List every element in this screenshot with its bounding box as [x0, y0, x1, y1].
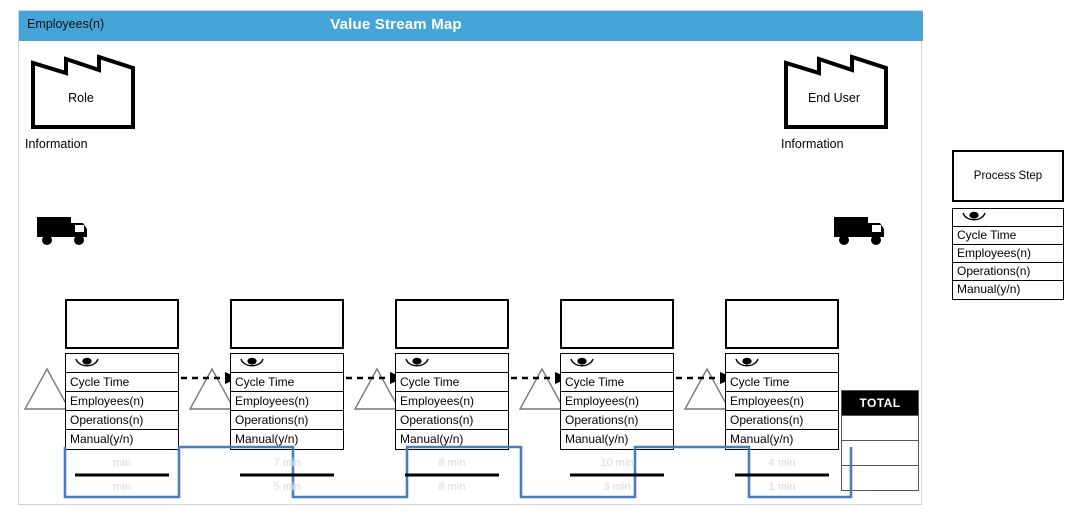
process-step-4[interactable]: Cycle Time Employees(n) Operations(n) Ma… — [560, 299, 674, 450]
metric-operations: Operations(n) — [726, 411, 838, 430]
legend-data-table: Cycle Time Employees(n) Operations(n) Ma… — [952, 208, 1064, 300]
timeline-upper-value: 7 min — [273, 457, 301, 469]
metric-manual: Manual(y/n) — [235, 432, 299, 446]
timeline-upper-value: 10 min — [600, 457, 634, 469]
inventory-triangle[interactable] — [188, 366, 236, 412]
metric-employees: Employees(n) — [561, 392, 673, 411]
metric-cycle-time: Cycle Time — [561, 373, 673, 392]
metric-employees: Employees(n) — [66, 392, 178, 411]
metric-cycle-time: Cycle Time — [726, 373, 838, 392]
inventory-triangle[interactable] — [518, 366, 566, 412]
customer-information-label: Information — [781, 137, 844, 151]
triangle-icon — [683, 367, 731, 410]
truck-icon — [834, 217, 884, 245]
triangle-icon — [518, 367, 566, 410]
customer-label: End User — [807, 91, 861, 105]
eye-icon — [962, 212, 986, 221]
process-step-3[interactable]: Cycle Time Employees(n) Operations(n) Ma… — [395, 299, 509, 450]
legend-metric-manual: Manual(y/n) — [957, 282, 1021, 296]
process-data-table: Cycle Time Employees(n) Operations(n) Ma… — [65, 353, 179, 450]
page-title: Value Stream Map — [330, 16, 462, 33]
inventory-triangle[interactable] — [23, 366, 71, 412]
metric-employees: Employees(n) — [231, 392, 343, 411]
inventory-triangle[interactable] — [683, 366, 731, 412]
metric-cycle-time: Cycle Time — [66, 373, 178, 392]
eye-icon — [405, 358, 429, 367]
total-summary-box[interactable]: TOTAL — [841, 390, 919, 491]
process-step-2[interactable]: Cycle Time Employees(n) Operations(n) Ma… — [230, 299, 344, 450]
inbound-shipment[interactable] — [35, 213, 91, 249]
legend-process-step-label: Process Step — [973, 170, 1043, 182]
truck-icon — [37, 217, 87, 245]
metric-manual: Manual(y/n) — [400, 432, 464, 446]
legend-metric-employees: Employees(n) — [953, 245, 1063, 263]
legend-metric-operations: Operations(n) — [953, 263, 1063, 281]
timeline-lower-value: 3 min — [603, 481, 631, 493]
timeline-upper-value: min — [113, 457, 131, 469]
metric-manual: Manual(y/n) — [70, 432, 134, 446]
legend-observation-row — [953, 209, 1063, 227]
observation-row — [396, 354, 508, 373]
timeline-lower-value: min — [113, 481, 131, 493]
process-data-table: Cycle Time Employees(n) Operations(n) Ma… — [395, 353, 509, 450]
triangle-icon — [353, 367, 401, 410]
metric-manual: Manual(y/n) — [565, 432, 629, 446]
metric-employees: Employees(n) — [726, 392, 838, 411]
vsm-canvas: Employees(n) Value Stream Map Role Infor… — [18, 10, 923, 505]
timeline-upper-value: 8 min — [438, 457, 466, 469]
timeline-lower-value: 1 min — [768, 481, 796, 493]
eye-icon — [75, 358, 99, 367]
metric-operations: Operations(n) — [66, 411, 178, 430]
process-step-5[interactable]: Cycle Time Employees(n) Operations(n) Ma… — [725, 299, 839, 450]
process-data-table: Cycle Time Employees(n) Operations(n) Ma… — [560, 353, 674, 450]
timeline-lower-value: 5 min — [273, 481, 301, 493]
factory-icon — [784, 54, 888, 129]
observation-row — [561, 354, 673, 373]
eye-icon — [240, 358, 264, 367]
process-step-1[interactable]: Cycle Time Employees(n) Operations(n) Ma… — [65, 299, 179, 450]
legend-process-step-box: Process Step — [952, 150, 1064, 202]
process-step-title-box[interactable] — [395, 299, 509, 349]
factory-icon — [31, 54, 135, 129]
process-data-table: Cycle Time Employees(n) Operations(n) Ma… — [230, 353, 344, 450]
legend-panel: Process Step Cycle Time Employees(n) Ope… — [952, 150, 1068, 300]
total-row[interactable] — [842, 465, 918, 490]
outbound-shipment[interactable] — [832, 213, 888, 249]
metric-cycle-time: Cycle Time — [231, 373, 343, 392]
inventory-triangle[interactable] — [353, 366, 401, 412]
metric-cycle-time: Cycle Time — [396, 373, 508, 392]
eye-icon — [570, 358, 594, 367]
supplier-factory[interactable]: Role — [29, 49, 164, 131]
total-row[interactable] — [842, 415, 918, 440]
supplier-information-label: Information — [25, 137, 88, 151]
banner-left-label: Employees(n) — [27, 17, 105, 31]
timeline-upper-value: 4 min — [768, 457, 796, 469]
metric-operations: Operations(n) — [231, 411, 343, 430]
triangle-icon — [188, 367, 236, 410]
process-step-title-box[interactable] — [560, 299, 674, 349]
metric-employees: Employees(n) — [396, 392, 508, 411]
process-step-title-box[interactable] — [65, 299, 179, 349]
metric-manual: Manual(y/n) — [730, 432, 794, 446]
process-data-table: Cycle Time Employees(n) Operations(n) Ma… — [725, 353, 839, 450]
process-step-title-box[interactable] — [725, 299, 839, 349]
observation-row — [66, 354, 178, 373]
observation-row — [231, 354, 343, 373]
supplier-label: Role — [68, 91, 94, 105]
legend-metric-cycle-time: Cycle Time — [953, 227, 1063, 245]
total-row[interactable] — [842, 440, 918, 465]
customer-factory[interactable]: End User — [782, 49, 917, 131]
process-step-title-box[interactable] — [230, 299, 344, 349]
triangle-icon — [23, 367, 71, 410]
timeline-lower-value: 8 min — [438, 481, 466, 493]
metric-operations: Operations(n) — [396, 411, 508, 430]
observation-row — [726, 354, 838, 373]
metric-operations: Operations(n) — [561, 411, 673, 430]
total-header: TOTAL — [842, 391, 918, 415]
title-banner: Employees(n) Value Stream Map — [19, 11, 923, 41]
eye-icon — [735, 358, 759, 367]
